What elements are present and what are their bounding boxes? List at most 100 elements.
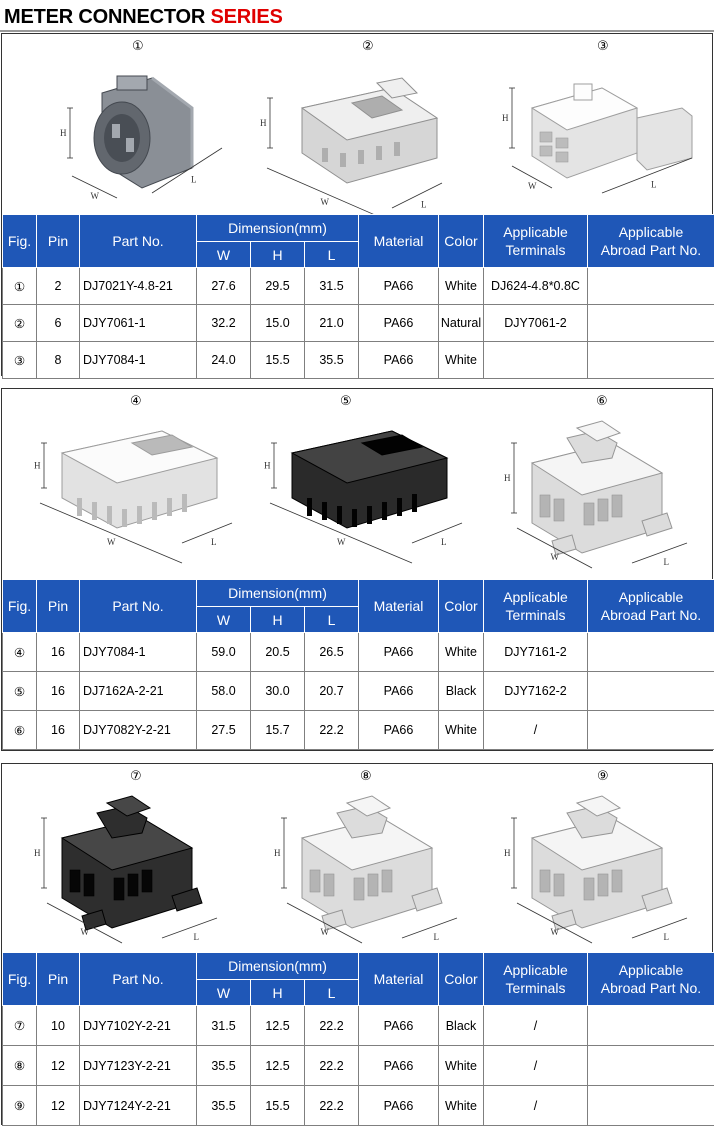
long-connector-icon: H W L: [22, 403, 242, 579]
latch-connector-icon: H W L: [492, 403, 712, 579]
cell-part-no: DJY7102Y-2-21: [79, 1005, 197, 1046]
cell-w: 35.5: [196, 1085, 251, 1126]
slim-connector-icon: H W L: [242, 48, 462, 224]
svg-text:H: H: [502, 113, 509, 123]
svg-text:W: W: [321, 927, 330, 937]
table-row: ⑨ 12 DJY7124Y-2-21 35.5 15.5 22.2 PA66 W…: [2, 1085, 714, 1126]
cell-h: 15.5: [250, 341, 305, 379]
figure-number: ⑧: [360, 769, 372, 784]
cell-l: 21.0: [304, 304, 359, 342]
cell-abroad: [587, 267, 714, 305]
black-long-connector-icon: H W L: [252, 403, 472, 579]
cell-abroad: [587, 1045, 714, 1086]
block-connector-icon: H W L: [492, 48, 712, 224]
col-color: Color: [438, 952, 484, 1006]
svg-text:W: W: [528, 181, 537, 191]
cell-w: 31.5: [196, 1005, 251, 1046]
cell-fig: ⑤: [2, 671, 37, 711]
cell-material: PA66: [358, 304, 439, 342]
col-abroad-line2: Abroad Part No.: [600, 242, 702, 258]
col-abroad-line2: Abroad Part No.: [600, 980, 702, 996]
col-material: Material: [358, 579, 439, 633]
svg-text:L: L: [664, 932, 670, 942]
col-abroad-line1: Applicable: [618, 962, 684, 978]
svg-text:L: L: [194, 932, 200, 942]
col-w: W: [196, 979, 251, 1006]
cell-color: White: [438, 1085, 484, 1126]
col-material: Material: [358, 214, 439, 268]
col-abroad-line1: Applicable: [618, 224, 684, 240]
cell-l: 35.5: [304, 341, 359, 379]
cell-fig: ③: [2, 341, 37, 379]
svg-text:L: L: [191, 175, 197, 185]
col-abroad-line2: Abroad Part No.: [600, 607, 702, 623]
col-part-no: Part No.: [79, 952, 197, 1006]
svg-text:H: H: [504, 848, 511, 858]
col-terminals-line2: Terminals: [505, 980, 566, 996]
svg-text:L: L: [434, 932, 440, 942]
col-dimension: Dimension(mm): [196, 214, 359, 242]
cell-w: 59.0: [196, 632, 251, 672]
cell-terminals: DJY7161-2: [483, 632, 588, 672]
col-abroad-line1: Applicable: [618, 589, 684, 605]
col-part-no: Part No.: [79, 579, 197, 633]
col-fig: Fig.: [2, 579, 37, 633]
cell-w: 27.5: [196, 710, 251, 750]
col-l: L: [304, 606, 359, 633]
col-w: W: [196, 606, 251, 633]
cell-material: PA66: [358, 671, 439, 711]
svg-text:L: L: [441, 537, 447, 547]
spec-table: Fig. Pin Part No. Dimension(mm) Material…: [2, 952, 714, 1126]
black-latch-connector-icon: H W L: [22, 778, 242, 954]
cell-color: Natural: [438, 304, 484, 342]
cell-pin: 8: [36, 341, 80, 379]
cell-material: PA66: [358, 1045, 439, 1086]
cell-color: White: [438, 341, 484, 379]
cell-l: 22.2: [304, 1045, 359, 1086]
cell-terminals: DJY7061-2: [483, 304, 588, 342]
col-terminals-line2: Terminals: [505, 242, 566, 258]
cell-pin: 16: [36, 632, 80, 672]
cell-fig: ⑧: [2, 1045, 37, 1086]
cell-abroad: [587, 1005, 714, 1046]
cell-fig: ①: [2, 267, 37, 305]
cell-part-no: DJY7084-1: [79, 632, 197, 672]
cell-pin: 10: [36, 1005, 80, 1046]
cell-h: 12.5: [250, 1045, 305, 1086]
cell-color: White: [438, 267, 484, 305]
col-terminals-line1: Applicable: [503, 224, 568, 240]
cell-fig: ②: [2, 304, 37, 342]
col-pin: Pin: [36, 952, 80, 1006]
cell-terminals: DJY7162-2: [483, 671, 588, 711]
cell-abroad: [587, 304, 714, 342]
cell-l: 31.5: [304, 267, 359, 305]
svg-text:W: W: [337, 537, 346, 547]
cell-abroad: [587, 671, 714, 711]
svg-text:L: L: [421, 200, 427, 210]
cell-part-no: DJY7082Y-2-21: [79, 710, 197, 750]
figure-number: ⑦: [130, 769, 142, 784]
col-h: H: [250, 241, 305, 268]
col-dimension: Dimension(mm): [196, 579, 359, 607]
svg-text:W: W: [91, 191, 100, 201]
cell-material: PA66: [358, 632, 439, 672]
cell-part-no: DJY7061-1: [79, 304, 197, 342]
cell-h: 15.7: [250, 710, 305, 750]
figure-number: ④: [130, 394, 142, 409]
col-h: H: [250, 606, 305, 633]
cell-material: PA66: [358, 267, 439, 305]
title-divider: [0, 30, 714, 32]
cell-l: 26.5: [304, 632, 359, 672]
cell-w: 27.6: [196, 267, 251, 305]
svg-text:L: L: [664, 557, 670, 567]
svg-text:W: W: [81, 927, 90, 937]
latch-connector-icon: H W L: [262, 778, 482, 954]
table-row: ⑤ 16 DJ7162A-2-21 58.0 30.0 20.7 PA66 Bl…: [2, 671, 714, 711]
figure-number: ⑥: [596, 394, 608, 409]
